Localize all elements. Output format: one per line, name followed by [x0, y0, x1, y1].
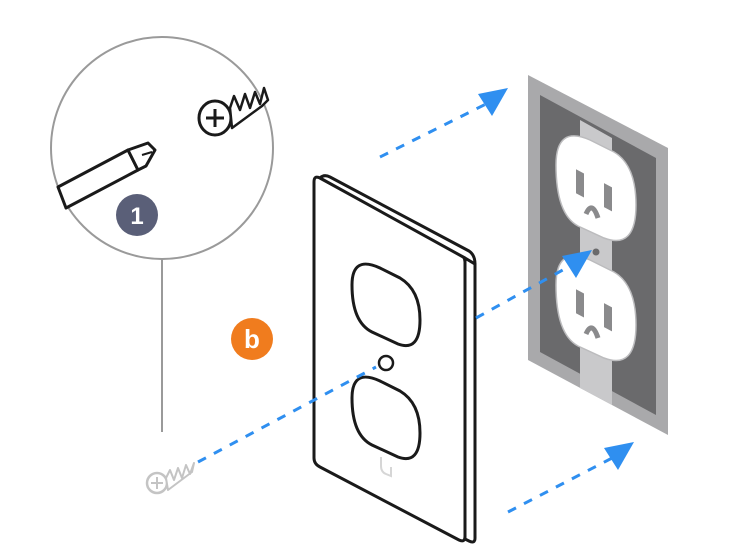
screw-icon	[197, 86, 270, 137]
screwdriver-icon	[56, 141, 157, 210]
arrow-screw-left	[197, 365, 377, 464]
alignment-arrows	[197, 100, 617, 514]
arrowhead-screw	[562, 250, 592, 278]
part-letter-label: b	[244, 324, 260, 354]
detail-inset: 1	[50, 36, 274, 432]
part-letter-badge: b	[231, 318, 273, 360]
arrow-top	[379, 100, 491, 159]
arrow-bottom	[507, 454, 617, 514]
arrowhead-top	[478, 88, 508, 116]
arrowheads	[478, 88, 634, 470]
arrowhead-bottom	[604, 442, 634, 470]
outlet-box	[528, 75, 668, 435]
step-number-badge: 1	[116, 194, 158, 236]
faded-screw-icon	[145, 462, 195, 495]
outlet-icon	[555, 135, 637, 362]
wall-plate-icon	[312, 174, 477, 544]
step-number-label: 1	[130, 203, 143, 230]
inset-circle	[50, 36, 274, 260]
